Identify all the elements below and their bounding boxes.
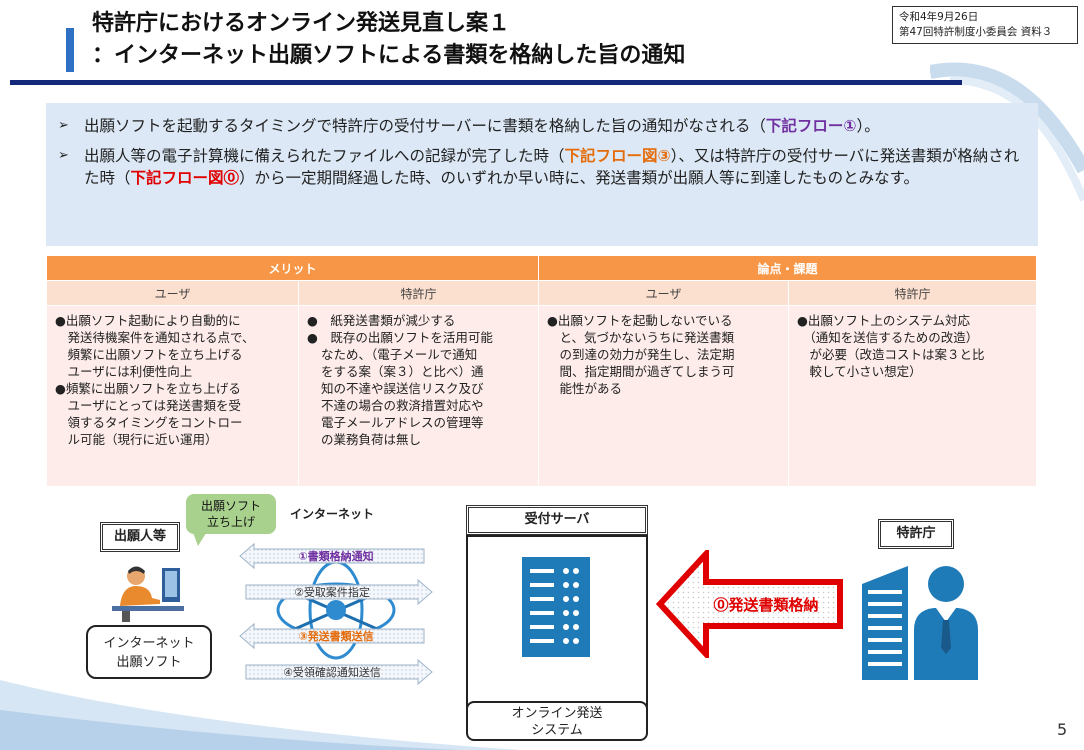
receiving-server-frame xyxy=(466,535,648,715)
cell-line: と、気づかないうちに発送書類 xyxy=(547,330,735,345)
cell-line: 較して小さい想定） xyxy=(797,364,922,379)
cell-line: の到達の効力が発生し、法定期 xyxy=(547,347,735,362)
bullet-item-1: ➢ 出願ソフトを起動するタイミングで特許庁の受付サーバーに書類を格納した旨の通知… xyxy=(56,115,1024,138)
internet-label: インターネット xyxy=(290,507,375,521)
bullet-2-tail: ）から一定期間経過した時、のいずれか早い時に、発送書類が出願人等に到達したものと… xyxy=(239,169,920,187)
cell-line: が必要（改造コストは案３と比 xyxy=(797,347,985,362)
cell-line: をする案（案３）と比べ）通 xyxy=(321,364,484,379)
official-person-icon xyxy=(914,566,978,680)
meta-reference: 第47回特許制度小委員会 資料３ xyxy=(899,26,1053,38)
user-at-pc-icon xyxy=(112,566,184,622)
page-title: 特許庁におけるオンライン発送見直し案１ ：インターネット出願ソフトによる書類を格… xyxy=(92,8,685,72)
merit-issues-table: メリット 論点・課題 ユーザ 特許庁 ユーザ 特許庁 ●出願ソフト起動により自動… xyxy=(45,255,1038,487)
applicant-label: 出願人等 xyxy=(100,522,180,552)
bullet-1-tail: ）。 xyxy=(856,117,880,135)
bullet-2-highlight-orange: 下記フロー図③ xyxy=(564,146,671,165)
bullet-marker-icon: ➢ xyxy=(58,118,69,133)
flow-arrow-3: ③発送書類送信 xyxy=(239,622,425,650)
flow-label-2: ②受取案件指定 xyxy=(294,585,370,599)
cell-line: 間、指定期間が過ぎてしまう可 xyxy=(547,364,735,379)
table-cell-merit-user: ●出願ソフト起動により自動的に 発送待機案件を通知される点で、 頻繁に出願ソフト… xyxy=(46,305,299,487)
cell-line: ●出願ソフト上のシステム対応 xyxy=(797,313,971,328)
cell-line: ●頻繁に出願ソフトを立ち上げる xyxy=(55,381,241,396)
store-documents-arrow: ⓪発送書類格納 xyxy=(656,550,843,658)
table-subheader-user: ユーザ xyxy=(538,280,790,306)
cell-line: 頻繁に出願ソフトを立ち上げる xyxy=(55,347,243,362)
bullet-2-text: 出願人等の電子計算機に備えられたファイルへの記録が完了した時（ xyxy=(84,146,565,165)
decorative-wave-bottom-left xyxy=(0,680,520,750)
bullet-2-highlight-red: 下記フロー図⓪ xyxy=(130,169,240,187)
header-rule xyxy=(10,80,962,85)
cell-line: 能性がある xyxy=(547,381,623,396)
table-subheader-user: ユーザ xyxy=(46,280,299,306)
bullet-marker-icon: ➢ xyxy=(58,147,69,163)
flow-label-1: ①書類格納通知 xyxy=(298,549,373,563)
cell-line: ●出願ソフト起動により自動的に xyxy=(55,313,241,328)
table-header-issues: 論点・課題 xyxy=(538,255,1038,281)
jpo-label: 特許庁 xyxy=(878,519,954,549)
software-box-line: 出願ソフト xyxy=(116,655,182,670)
cell-line: 発送待機案件を通知される点で、 xyxy=(55,330,255,345)
software-box-line: インターネット xyxy=(103,636,195,651)
globe-icon xyxy=(276,560,396,660)
table-cell-issue-user: ●出願ソフトを起動しないでいる と、気づかないうちに発送書類 の到達の効力が発生… xyxy=(538,305,790,487)
cell-line: 領するタイミングをコントロー xyxy=(55,415,243,430)
callout-line: 出願ソフト xyxy=(200,499,261,513)
flow-label-4: ④受領確認通知送信 xyxy=(283,665,381,679)
cell-line: 知の不達や誤送信リスク及び xyxy=(321,381,484,396)
page-number: 5 xyxy=(1057,720,1068,739)
bullet-1-highlight: 下記フロー① xyxy=(765,117,857,135)
summary-bullets: ➢ 出願ソフトを起動するタイミングで特許庁の受付サーバーに書類を格納した旨の通知… xyxy=(46,103,1038,246)
flow-arrow-4: ④受領確認通知送信 xyxy=(245,658,433,686)
receiving-server-label: 受付サーバ xyxy=(466,505,648,535)
cell-line: ●出願ソフトを起動しないでいる xyxy=(547,313,733,328)
cell-line: ● 紙発送書類が減少する xyxy=(307,313,456,328)
cell-line: ● 既存の出願ソフトを活用可能 xyxy=(307,330,493,345)
cell-line: なため、（電子メールで通知 xyxy=(321,347,478,362)
table-subheader-jpo: 特許庁 xyxy=(788,280,1038,306)
online-dispatch-system-box: オンライン発送 システム xyxy=(466,701,648,741)
callout-tail xyxy=(192,530,208,546)
flow-arrow-1: ①書類格納通知 xyxy=(239,542,425,570)
system-box-line: システム xyxy=(531,723,583,738)
table-header-merit: メリット xyxy=(45,255,540,281)
building-icon xyxy=(862,566,908,680)
jpo-building-person-icon xyxy=(862,566,978,680)
meta-date: 令和4年9月26日 xyxy=(899,11,979,23)
store-documents-label: ⓪発送書類格納 xyxy=(713,596,818,614)
internet-software-box: インターネット 出願ソフト xyxy=(86,625,212,679)
bullet-item-2: ➢ 出願人等の電子計算機に備えられたファイルへの記録が完了した時（下記フロー図③… xyxy=(56,145,1024,190)
cell-line: ユーザには利便性向上 xyxy=(55,364,193,379)
cell-line: ル可能（現行に近い運用） xyxy=(55,432,218,447)
bullet-1-text: 出願ソフトを起動するタイミングで特許庁の受付サーバーに書類を格納した旨の通知がな… xyxy=(84,117,766,135)
cell-line: （通知を送信するための改造） xyxy=(797,330,979,345)
table-subheader-jpo: 特許庁 xyxy=(297,280,540,306)
page-title-line-1: 特許庁におけるオンライン発送見直し案１ xyxy=(92,11,511,36)
table-cell-merit-jpo: ● 紙発送書類が減少する ● 既存の出願ソフトを活用可能 なため、（電子メールで… xyxy=(297,305,540,487)
system-box-line: オンライン発送 xyxy=(511,706,603,721)
launch-software-callout: 出願ソフト 立ち上げ xyxy=(186,494,276,534)
cell-line: ユーザにとっては発送書類を受 xyxy=(55,398,242,413)
document-meta-box: 令和4年9月26日 第47回特許制度小委員会 資料３ xyxy=(892,6,1078,44)
cell-line: 電子メールアドレスの管理等 xyxy=(321,415,484,430)
callout-line: 立ち上げ xyxy=(206,515,255,529)
cell-line: の業務負荷は無し xyxy=(321,432,422,447)
flow-diagram: ①書類格納通知 ②受取案件指定 ③発送書類送信 ④受領確認通知送信 xyxy=(239,542,433,686)
title-accent-bar xyxy=(66,28,74,72)
cell-line: 不達の場合の救済措置対応や xyxy=(321,398,484,413)
table-cell-issue-jpo: ●出願ソフト上のシステム対応 （通知を送信するための改造） が必要（改造コストは… xyxy=(788,305,1038,487)
flow-arrow-2: ②受取案件指定 xyxy=(245,578,433,606)
page-title-line-2: ：インターネット出願ソフトによる書類を格納した旨の通知 xyxy=(92,43,686,68)
flow-label-3: ③発送書類送信 xyxy=(298,629,373,643)
bullet-2-mid: ）、又は特許庁の受付サーバに発送書類が格納された時（ xyxy=(84,146,1020,188)
